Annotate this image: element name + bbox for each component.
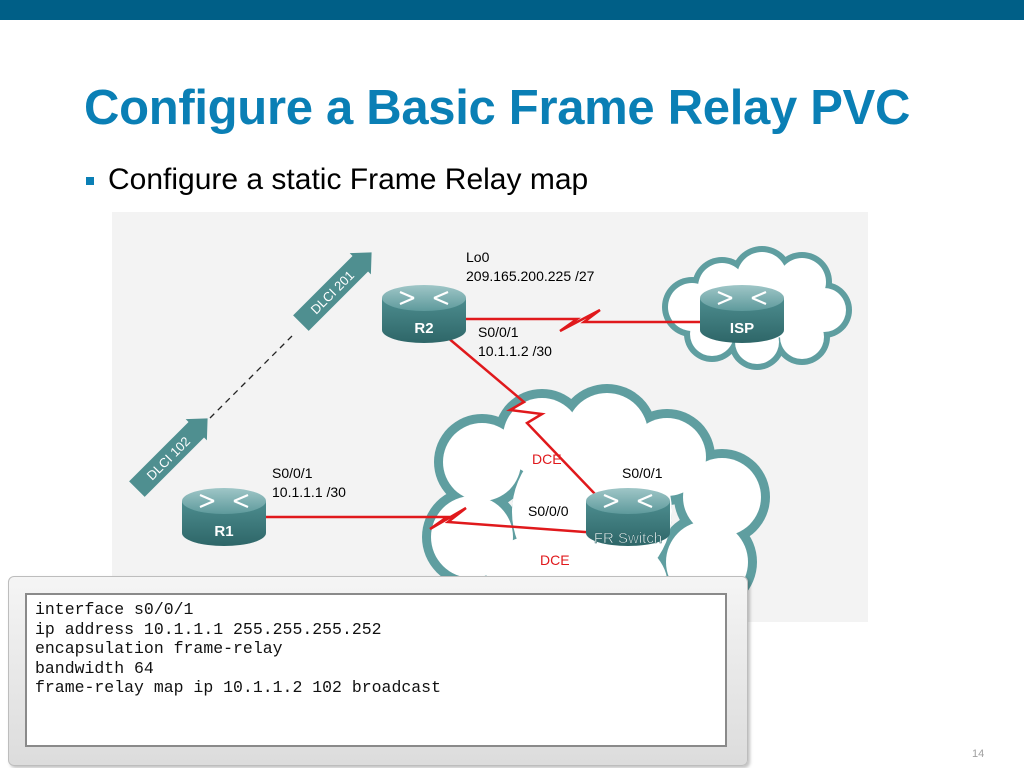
config-line: frame-relay map ip 10.1.1.2 102 broadcas…	[35, 678, 441, 698]
config-line: ip address 10.1.1.1 255.255.255.252	[35, 619, 382, 639]
r2-loopback-name: Lo0	[466, 249, 490, 265]
r2-serial-ip: 10.1.1.2 /30	[478, 343, 552, 359]
r1-serial-name: S0/0/1	[272, 465, 313, 481]
router-r1-label: R1	[214, 523, 233, 540]
page-number: 14	[972, 748, 985, 760]
r2-serial-name: S0/0/1	[478, 324, 519, 340]
fr-switch-icon: FR Switch	[586, 488, 670, 547]
bullet-item: Configure a static Frame Relay map	[86, 163, 588, 197]
slide-title: Configure a Basic Frame Relay PVC	[84, 81, 911, 135]
router-r2-label: R2	[414, 320, 433, 337]
config-line: interface s0/0/1	[35, 600, 194, 619]
bullet-square-icon	[86, 177, 94, 185]
bullet-text: Configure a static Frame Relay map	[108, 163, 589, 196]
config-line: bandwidth 64	[35, 658, 154, 678]
header-bar	[0, 0, 1024, 20]
config-code-block: interface s0/0/1 ip address 10.1.1.1 255…	[25, 593, 727, 747]
dlci-102-arrow: DLCI 102	[129, 418, 208, 497]
dlci-201-label: DLCI 201	[308, 268, 357, 317]
link-r1-frswitch	[260, 506, 613, 536]
dlci-102-label: DLCI 102	[144, 434, 193, 483]
router-r2-icon: R2	[382, 285, 466, 343]
network-diagram-svg: DLCI 201 DLCI 102 R2 ISP	[129, 246, 852, 622]
pvc-dashed-line	[209, 335, 293, 419]
dce-upper-label: DCE	[532, 451, 562, 467]
link-r2-isp	[464, 308, 727, 333]
dlci-201-arrow: DLCI 201	[293, 252, 372, 331]
r2-loopback-ip: 209.165.200.225 /27	[466, 268, 595, 284]
r1-serial-ip: 10.1.1.1 /30	[272, 484, 346, 500]
switch-lower-port: S0/0/0	[528, 503, 569, 519]
links	[260, 308, 727, 536]
fr-switch-label: FR Switch	[594, 530, 662, 547]
switch-upper-port: S0/0/1	[622, 465, 663, 481]
link-r2-frswitch	[446, 336, 618, 518]
dce-lower-label: DCE	[540, 552, 570, 568]
router-isp-icon: ISP	[700, 285, 784, 343]
router-isp-label: ISP	[730, 320, 754, 337]
config-line: encapsulation frame-relay	[35, 639, 283, 659]
network-diagram: DLCI 201 DLCI 102 R2 ISP	[112, 212, 868, 622]
config-panel: interface s0/0/1 ip address 10.1.1.1 255…	[8, 576, 748, 766]
router-r1-icon: R1	[182, 488, 266, 546]
